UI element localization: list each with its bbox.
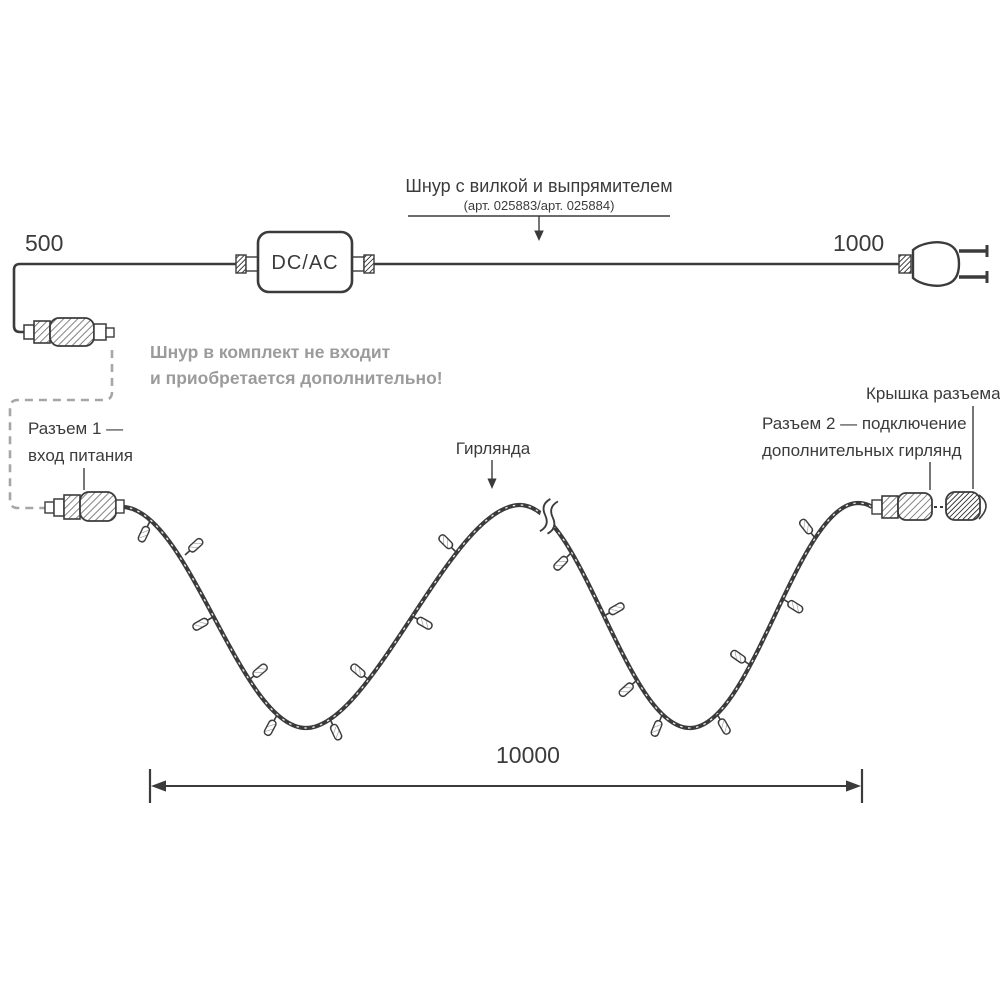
cord-subtitle-label: (арт. 025883/арт. 025884) bbox=[464, 198, 615, 213]
cap-label: Крышка разъема bbox=[866, 384, 1000, 403]
led-bulb-icon bbox=[350, 663, 370, 681]
connector-body-icon bbox=[881, 495, 899, 519]
plug-body-icon bbox=[911, 241, 961, 287]
cord-bushing-icon bbox=[245, 256, 259, 272]
led-bulb-icon bbox=[438, 534, 457, 553]
led-bulb-icon bbox=[192, 616, 214, 631]
connector1-label-line1: Разъем 1 — bbox=[28, 419, 123, 438]
connector1-label-line2: вход питания bbox=[28, 446, 133, 465]
break-mark-squiggle bbox=[547, 500, 559, 535]
led-bulb-icon bbox=[798, 518, 816, 539]
break-mark-gap bbox=[535, 498, 561, 534]
cap-strap-icon bbox=[978, 494, 987, 520]
garland-arrowhead-icon bbox=[487, 478, 497, 489]
supply-note-line1: Шнур в комплект не входит bbox=[150, 342, 391, 362]
cap-body-icon bbox=[945, 491, 981, 521]
led-bulb-icon bbox=[716, 713, 731, 735]
dim-500-label: 500 bbox=[25, 230, 63, 256]
euro-plug-icon bbox=[898, 241, 989, 287]
led-bulb-icon bbox=[411, 615, 433, 630]
plug-ferrule-icon bbox=[898, 254, 912, 274]
callout-cap: Крышка разъема bbox=[866, 384, 1000, 489]
supply-note-line2: и приобретается дополнительно! bbox=[150, 368, 443, 388]
connector-body-icon bbox=[33, 320, 51, 344]
dcac-converter-box: DC/AC bbox=[256, 230, 354, 294]
connector-cap-icon bbox=[945, 491, 987, 521]
dim-1000-label: 1000 bbox=[833, 230, 884, 256]
connector-barrel-icon bbox=[79, 491, 117, 522]
led-bulb-icon bbox=[618, 679, 638, 698]
callout-connector1: Разъем 1 — вход питания bbox=[28, 419, 133, 490]
connector-body-icon bbox=[63, 494, 81, 520]
connector-barrel-icon bbox=[897, 492, 933, 521]
led-bulb-icon bbox=[184, 537, 204, 556]
cord-left-segment bbox=[12, 262, 236, 334]
led-bulb-icon bbox=[329, 718, 343, 741]
connector-tip-icon bbox=[23, 324, 35, 340]
garland-wire-twist-highlight bbox=[121, 502, 873, 729]
connector-step-icon bbox=[871, 499, 883, 515]
led-bulb-layer bbox=[137, 518, 816, 741]
dashed-connection-path bbox=[8, 350, 114, 510]
cord-title-label: Шнур с вилкой и выпрямителем bbox=[405, 176, 672, 196]
callout-connector2: Разъем 2 — подключение дополнительных ги… bbox=[762, 414, 967, 490]
inline-connector-icon bbox=[23, 317, 115, 347]
break-mark-squiggle bbox=[539, 498, 551, 533]
led-bulb-icon bbox=[137, 520, 151, 543]
connector2-label-line2: дополнительных гирлянд bbox=[762, 441, 962, 460]
garland-assembly bbox=[44, 491, 987, 741]
supply-note: Шнур в комплект не входит и приобретаетс… bbox=[150, 342, 443, 388]
dcac-converter-outline bbox=[256, 230, 354, 294]
break-mark-icon bbox=[535, 498, 561, 535]
led-bulb-icon bbox=[650, 714, 663, 737]
dim-arrowhead-left-icon bbox=[151, 780, 166, 792]
connector-2-icon bbox=[871, 492, 944, 521]
dimension-line-10000: 10000 bbox=[148, 742, 864, 803]
power-cord-assembly: Шнур с вилкой и выпрямителем (арт. 02588… bbox=[12, 176, 989, 347]
led-bulb-icon bbox=[263, 714, 278, 737]
connector-nub-icon bbox=[105, 327, 115, 338]
connector-step-icon bbox=[115, 499, 125, 514]
cord-bushing-icon bbox=[351, 256, 365, 272]
led-bulb-icon bbox=[730, 649, 751, 666]
led-bulb-icon bbox=[248, 663, 268, 681]
cord-ferrule-icon bbox=[235, 254, 247, 274]
connector2-label-line1: Разъем 2 — подключение bbox=[762, 414, 967, 433]
dcac-converter-label: DC/AC bbox=[271, 252, 338, 274]
dim-arrowhead-right-icon bbox=[846, 780, 861, 792]
garland-label: Гирлянда bbox=[456, 439, 531, 458]
dim-10000-label: 10000 bbox=[496, 742, 560, 768]
led-bulb-icon bbox=[782, 598, 804, 614]
led-bulb-icon bbox=[553, 552, 572, 571]
connector-step-icon bbox=[93, 323, 107, 341]
connector-barrel-icon bbox=[49, 317, 95, 347]
connector-nub-icon bbox=[44, 501, 55, 514]
led-bulb-icon bbox=[603, 602, 625, 617]
callout-garland: Гирлянда bbox=[456, 439, 531, 489]
cord-title-arrowhead-icon bbox=[534, 230, 544, 241]
cord-ferrule-icon bbox=[363, 254, 375, 274]
connector-1-icon bbox=[44, 491, 125, 522]
connector-tip-icon bbox=[53, 498, 65, 517]
